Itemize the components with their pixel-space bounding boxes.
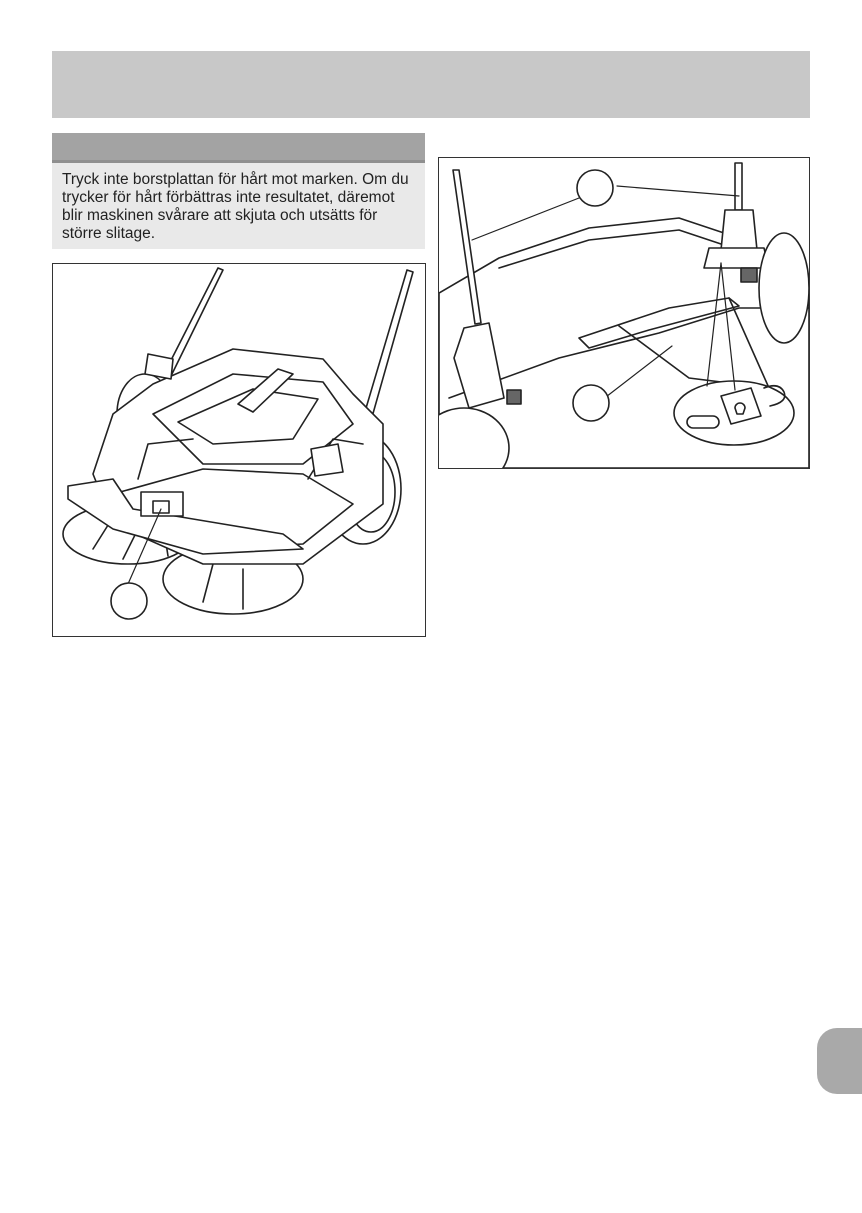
- sweeper-handle-mount-figure: [438, 157, 810, 469]
- callout-circle-right-top: [577, 170, 613, 206]
- note-text: Tryck inte borstplattan för hårt mot mar…: [62, 171, 412, 243]
- note-box: Tryck inte borstplattan för hårt mot mar…: [52, 133, 425, 249]
- sweeper-handle-mount-illustration: [439, 158, 809, 468]
- page-side-tab: [817, 1028, 862, 1094]
- sweeper-front-figure: [52, 263, 426, 637]
- callout-circle-left: [111, 583, 147, 619]
- section-header-bar: [52, 51, 810, 118]
- note-header-bar: [52, 133, 425, 163]
- sweeper-front-illustration: [53, 264, 425, 636]
- callout-circle-right-bottom: [573, 385, 609, 421]
